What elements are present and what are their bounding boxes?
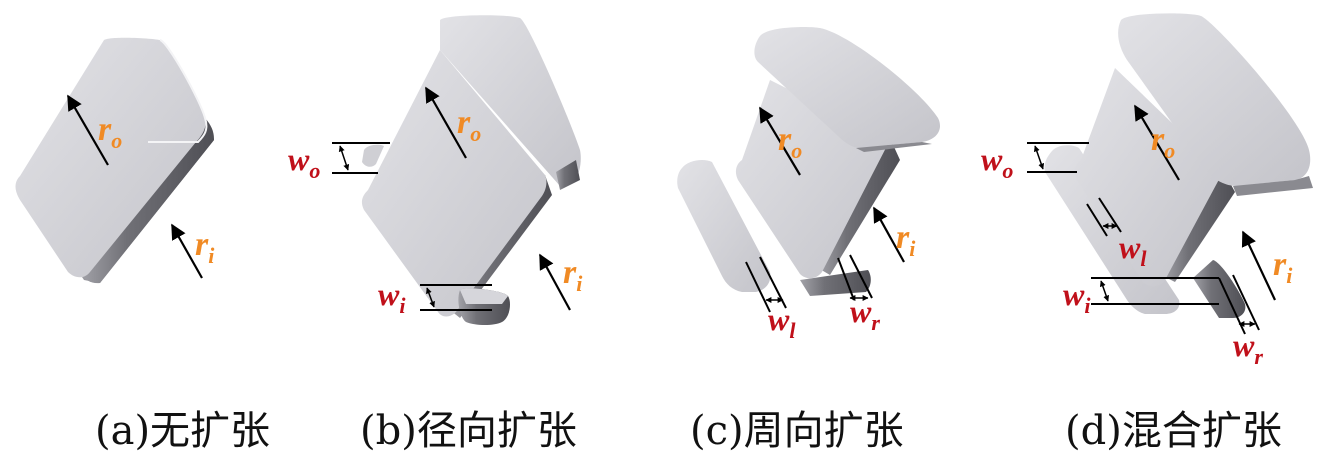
ro-label: ro xyxy=(778,121,802,163)
outer-cap xyxy=(754,26,941,149)
right-flange xyxy=(800,270,871,296)
top-face xyxy=(1074,68,1223,287)
ro-arrow xyxy=(67,94,109,166)
wi-label: wi xyxy=(378,276,406,318)
wo-label: wo xyxy=(981,141,1013,183)
panel-c: ro ri wl wr (c)周向扩张 xyxy=(660,0,980,461)
ri-label: ri xyxy=(563,254,583,296)
ri-label: ri xyxy=(195,226,215,268)
wr-label: wr xyxy=(850,293,880,335)
outer-cap xyxy=(1118,13,1311,186)
block-circumferential-expansion: ro ri wl wr xyxy=(677,26,941,343)
wl-label: wl xyxy=(768,301,796,343)
wi-label: wi xyxy=(1063,276,1091,318)
outer-flange xyxy=(440,15,581,186)
ro-label: ro xyxy=(98,111,122,153)
left-flange xyxy=(677,160,771,292)
top-face xyxy=(361,50,547,317)
caption-c: (c)周向扩张 xyxy=(690,408,904,454)
caption-d: (d)混合扩张 xyxy=(1065,408,1282,454)
wo-label: wo xyxy=(288,141,320,183)
block-radial-expansion: ro ri wo wi xyxy=(288,15,583,325)
ro-label: ro xyxy=(457,104,481,146)
block-no-expansion: ro ri xyxy=(15,37,215,284)
ro-label: ro xyxy=(1151,121,1175,163)
wl-label: wl xyxy=(1119,229,1147,271)
panel-d: ro ri wo wl wi wr (d)混合扩张 xyxy=(975,0,1338,461)
side-face xyxy=(1163,170,1235,282)
side-face xyxy=(818,138,900,275)
ri-label: ri xyxy=(1273,246,1293,288)
right-flange xyxy=(1193,260,1246,318)
ri-arrow xyxy=(171,223,203,279)
panel-b: ro ri wo wi (b)径向扩张 xyxy=(280,0,620,461)
panel-a: ro ri (a)无扩张 xyxy=(0,0,300,461)
ri-label: ri xyxy=(896,219,916,261)
block-hybrid-expansion: ro ri wo wl wi wr xyxy=(981,13,1313,369)
caption-b: (b)径向扩张 xyxy=(360,408,577,454)
top-face xyxy=(15,37,206,278)
caption-a: (a)无扩张 xyxy=(95,408,271,454)
wr-label: wr xyxy=(1233,327,1263,369)
